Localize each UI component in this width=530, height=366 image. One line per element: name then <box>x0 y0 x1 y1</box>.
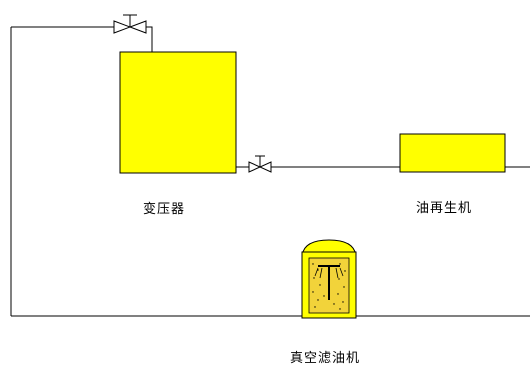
gate-valve-icon[interactable] <box>248 155 272 173</box>
oil-regenerator-box <box>399 133 506 173</box>
vacuum-filter-label: 真空滤油机 <box>290 351 361 366</box>
vacuum-filter-icon <box>301 239 357 319</box>
gate-valve-icon[interactable] <box>113 14 147 34</box>
pipe-top-to-transformer <box>146 26 153 52</box>
regenerator-label: 油再生机 <box>416 201 473 216</box>
transformer-tank <box>119 51 237 174</box>
transformer-label: 变压器 <box>143 202 186 217</box>
